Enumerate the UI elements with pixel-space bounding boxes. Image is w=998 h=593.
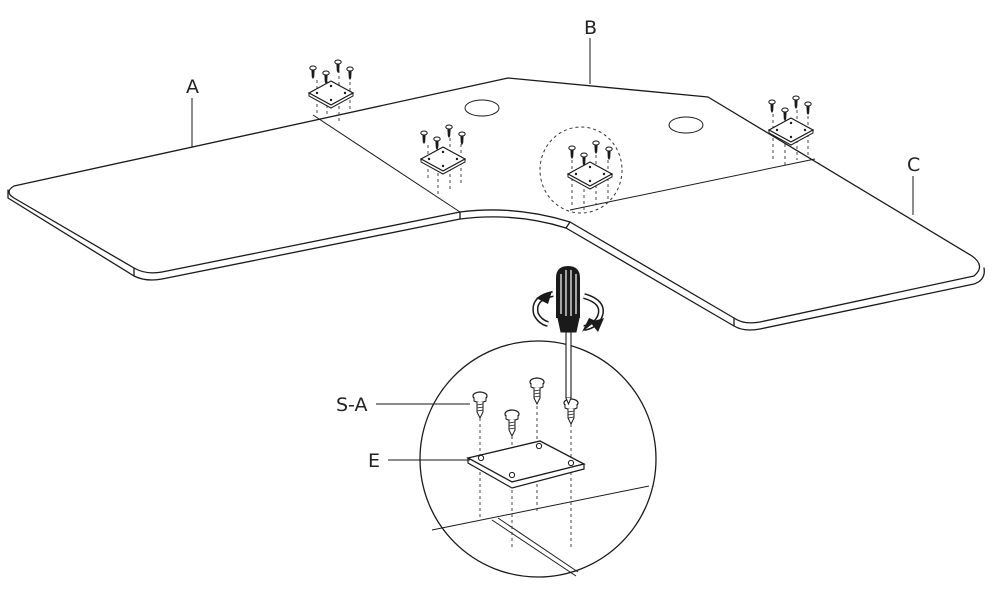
label-c: C <box>907 154 920 176</box>
label-a-group: A <box>186 76 199 147</box>
plate-group-1 <box>308 59 354 122</box>
desktop-top-surface <box>8 77 981 324</box>
seam-left <box>312 114 461 213</box>
label-a: A <box>186 76 199 98</box>
plate-group-4 <box>768 95 814 165</box>
label-e: E <box>368 450 380 472</box>
desktop-edge-right <box>565 227 985 331</box>
cable-hole-right <box>668 116 704 134</box>
desktop-edge-curve <box>459 216 567 229</box>
desktop-panels <box>7 77 985 331</box>
seam-right <box>569 158 816 211</box>
cable-hole-left <box>464 99 500 117</box>
plate-group-2 <box>420 124 466 195</box>
label-b: B <box>584 17 597 39</box>
screwdriver-icon <box>556 266 580 406</box>
detail-view: S-A E <box>336 340 657 578</box>
screw-s-a-1 <box>472 391 488 420</box>
screw-s-a-2 <box>504 409 520 438</box>
label-s-a: S-A <box>336 394 368 416</box>
screw-s-a-3 <box>529 377 545 406</box>
plate-group-3-highlighted <box>539 126 623 214</box>
detail-callout-circle <box>539 126 623 214</box>
mounting-plate-e <box>466 440 586 489</box>
label-c-group: C <box>907 154 920 215</box>
label-b-group: B <box>584 17 597 84</box>
rotation-arrow-icon <box>532 291 604 332</box>
